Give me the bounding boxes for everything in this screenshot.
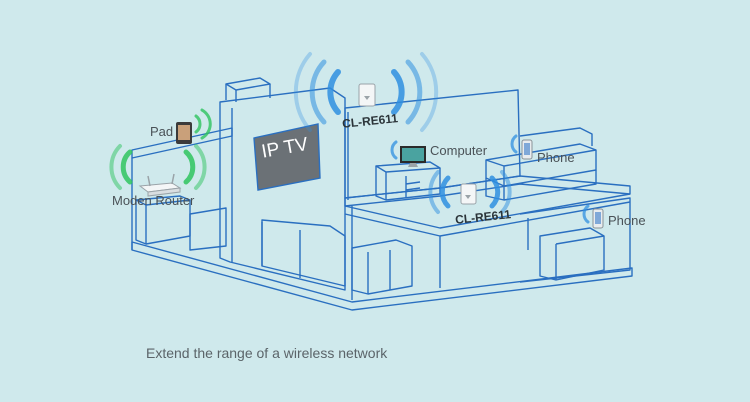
phone-lower-device xyxy=(592,208,604,229)
lower-cabinet xyxy=(351,239,413,295)
phone-lower-label: Phone xyxy=(608,213,646,228)
router-label: Moden Router xyxy=(112,193,195,208)
router-device xyxy=(138,173,182,197)
pad-device xyxy=(176,122,192,144)
tv-screen xyxy=(253,123,321,191)
extender-bottom-device xyxy=(460,183,477,205)
extender-top-device xyxy=(358,83,376,107)
computer-device xyxy=(400,146,426,167)
computer-label: Computer xyxy=(430,143,488,158)
tv-cabinet xyxy=(261,219,346,287)
phone-upper-device xyxy=(521,139,533,160)
wifi-signal-top-extender xyxy=(293,52,439,132)
wifi-signal-pad xyxy=(194,108,212,140)
chimney xyxy=(225,77,271,91)
tv-wall xyxy=(219,87,346,291)
wifi-signal-phone-upper xyxy=(510,134,518,154)
wifi-signal-bottom-extender xyxy=(428,170,512,214)
wifi-signal-phone-lower xyxy=(582,204,590,224)
lower-sofa xyxy=(539,227,605,281)
ground-floor xyxy=(131,241,633,311)
wifi-signal-computer xyxy=(390,140,398,160)
pad-label: Pad xyxy=(150,124,174,139)
wifi-signal-router xyxy=(109,144,207,190)
phone-upper-label: Phone xyxy=(537,150,575,165)
diagram-caption: Extend the range of a wireless network xyxy=(146,345,388,361)
